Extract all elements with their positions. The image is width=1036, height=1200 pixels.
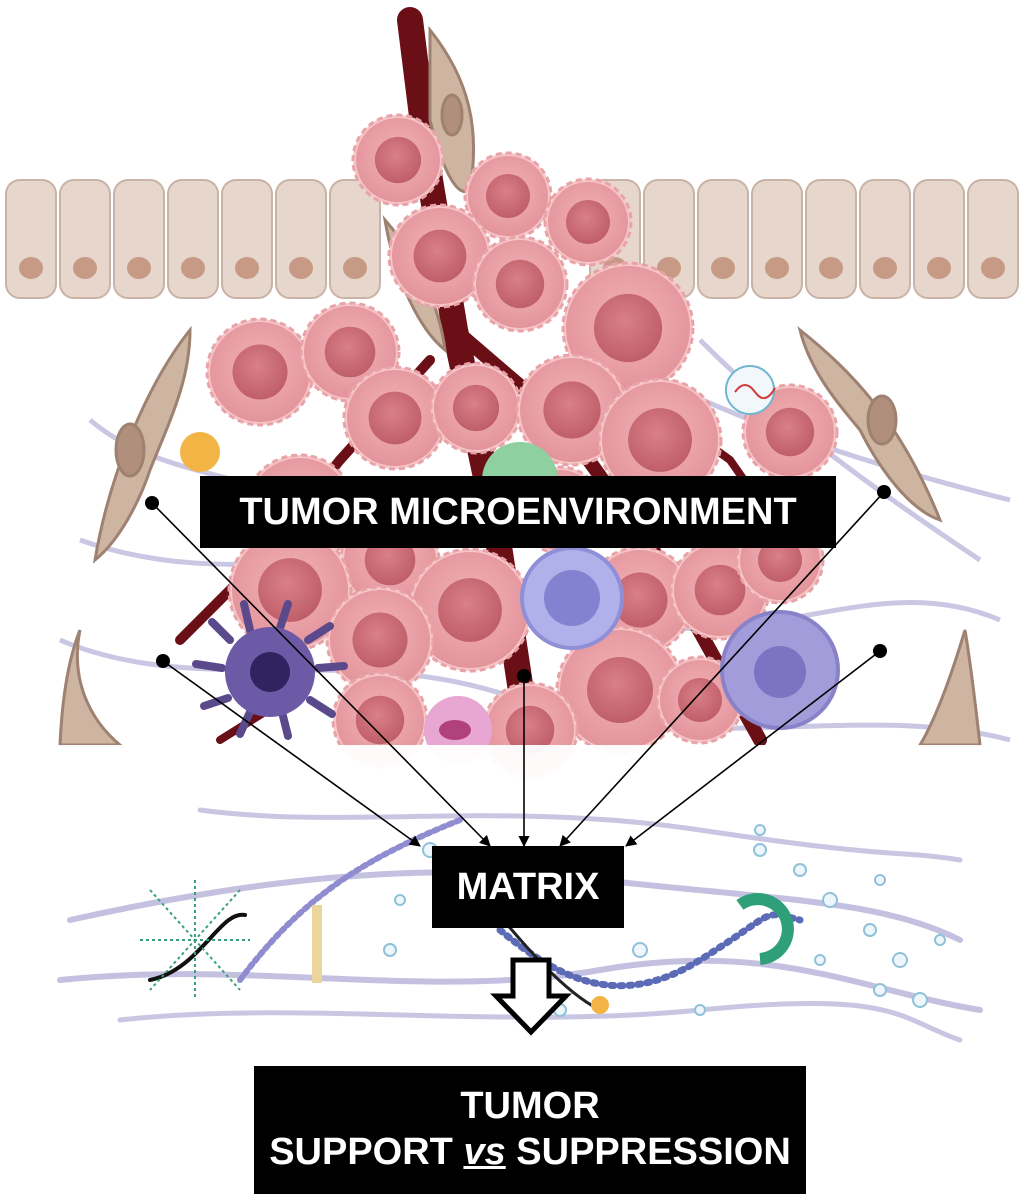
outcome-line-2: SUPPORT vs SUPPRESSION (254, 1129, 806, 1175)
dot-lower-right (873, 644, 887, 658)
matrix-green-star-icon (140, 880, 250, 1000)
outcome-support-text: SUPPORT (269, 1131, 464, 1173)
tumor-cell (597, 377, 723, 503)
matrix-particle (814, 954, 826, 966)
epithelial-cell (113, 179, 165, 299)
matrix-particle (934, 934, 946, 946)
epithelial-cell (329, 179, 381, 299)
matrix-particle (863, 923, 877, 937)
arrow-lower-left (162, 660, 421, 847)
matrix-particle (753, 843, 767, 857)
tumor-cell (407, 547, 533, 673)
matrix-rod-icon (312, 905, 322, 983)
epithelium-layer (5, 179, 1019, 299)
immune-cells (180, 365, 840, 764)
outcome-line-1: TUMOR (460, 1085, 600, 1127)
matrix-green-arc-icon (736, 893, 794, 965)
tumor-cell (555, 625, 685, 755)
tumor-cell (227, 527, 353, 653)
tumor-cell (463, 151, 553, 241)
epithelial-cell (913, 179, 965, 299)
epithelial-cell (697, 179, 749, 299)
matrix-particle (793, 863, 807, 877)
dot-lower-left (156, 654, 170, 668)
lymphocyte-icon (520, 546, 624, 650)
arrow-upper-left (151, 502, 491, 847)
matrix-particle (822, 892, 838, 908)
epithelial-cell (167, 179, 219, 299)
matrix-particle (383, 943, 397, 957)
matrix-particle (874, 874, 886, 886)
matrix-particle (892, 952, 908, 968)
connector-arrows (151, 491, 885, 848)
connector-dots (145, 485, 891, 683)
epithelial-cell (859, 179, 911, 299)
epithelial-cell (5, 179, 57, 299)
epithelial-cell (805, 179, 857, 299)
tumor-microenvironment-label: TUMOR MICROENVIRONMENT (200, 476, 836, 548)
outcome-vs-text: vs (463, 1131, 506, 1173)
epithelial-cell (221, 179, 273, 299)
matrix-particle (394, 894, 406, 906)
dendritic-cell-icon (192, 600, 348, 740)
tumor-cell (471, 235, 569, 333)
tumor-cell (351, 113, 445, 207)
dot-center (517, 669, 531, 683)
tumor-cell (331, 671, 429, 769)
matrix-particle (632, 942, 648, 958)
epithelial-cell (751, 179, 803, 299)
virus-particle-icon (725, 365, 776, 415)
matrix-orange-dot-icon (591, 996, 609, 1014)
epithelial-cell (967, 179, 1019, 299)
fibroblasts (58, 25, 982, 747)
down-arrow-icon (490, 957, 572, 1036)
dot-upper-right (877, 485, 891, 499)
tumor-cell (387, 203, 493, 309)
matrix-particle (754, 824, 766, 836)
matrix-label: MATRIX (432, 846, 624, 928)
outcome-suppression-text: SUPPRESSION (505, 1131, 791, 1173)
arrow-upper-right (559, 491, 885, 847)
scene-separator (0, 745, 1036, 785)
matrix-particle (912, 992, 928, 1008)
matrix-particle (873, 983, 887, 997)
dot-upper-left (145, 496, 159, 510)
arrow-lower-right (625, 650, 881, 847)
tumor-cell (299, 301, 401, 403)
tumor-cell (205, 317, 315, 427)
macrophage-icon (720, 610, 840, 730)
epithelial-cell (275, 179, 327, 299)
matrix-text: MATRIX (456, 866, 600, 908)
tumor-cell (543, 177, 633, 267)
epithelial-cell (59, 179, 111, 299)
tumor-cell (429, 361, 523, 455)
tumor-cell (561, 261, 695, 395)
tumor-cell (325, 585, 435, 695)
tumor-outcome-label: TUMOR SUPPORT vs SUPPRESSION (254, 1066, 806, 1194)
matrix-particle (694, 1004, 706, 1016)
matrix-particles (383, 824, 946, 1017)
tumor-microenvironment-text: TUMOR MICROENVIRONMENT (239, 491, 797, 533)
orange-cell-icon (180, 432, 220, 472)
